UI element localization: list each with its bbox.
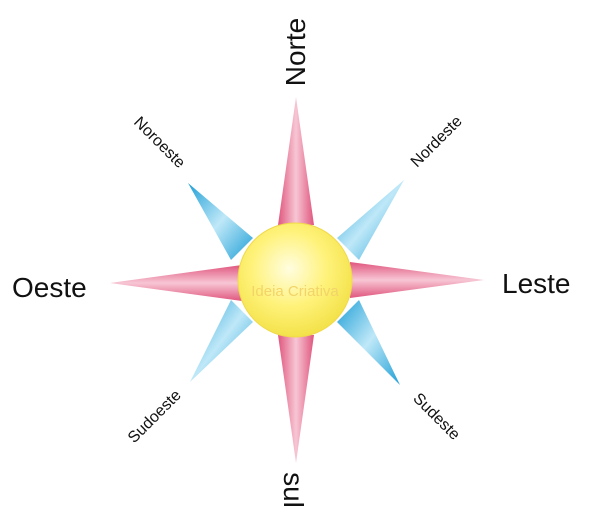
- southeast-point: [337, 300, 400, 385]
- east-point: [350, 262, 484, 298]
- label-northeast: Nordeste: [408, 113, 466, 171]
- southwest-point: [190, 300, 253, 382]
- label-southwest: Sudoeste: [125, 387, 185, 447]
- south-point: [278, 335, 314, 463]
- north-point: [278, 97, 314, 225]
- northwest-point: [188, 183, 253, 260]
- label-south: sul: [278, 472, 309, 508]
- label-west: Oeste: [12, 272, 87, 303]
- label-east: Leste: [502, 268, 571, 299]
- west-point: [110, 265, 242, 301]
- center-watermark-text: Ideia Criativa: [251, 283, 339, 300]
- center-sun: [238, 223, 352, 337]
- northeast-point: [337, 180, 404, 260]
- label-northwest: Noroeste: [130, 114, 188, 172]
- label-southeast: Sudeste: [409, 390, 463, 444]
- label-north: Norte: [280, 18, 311, 86]
